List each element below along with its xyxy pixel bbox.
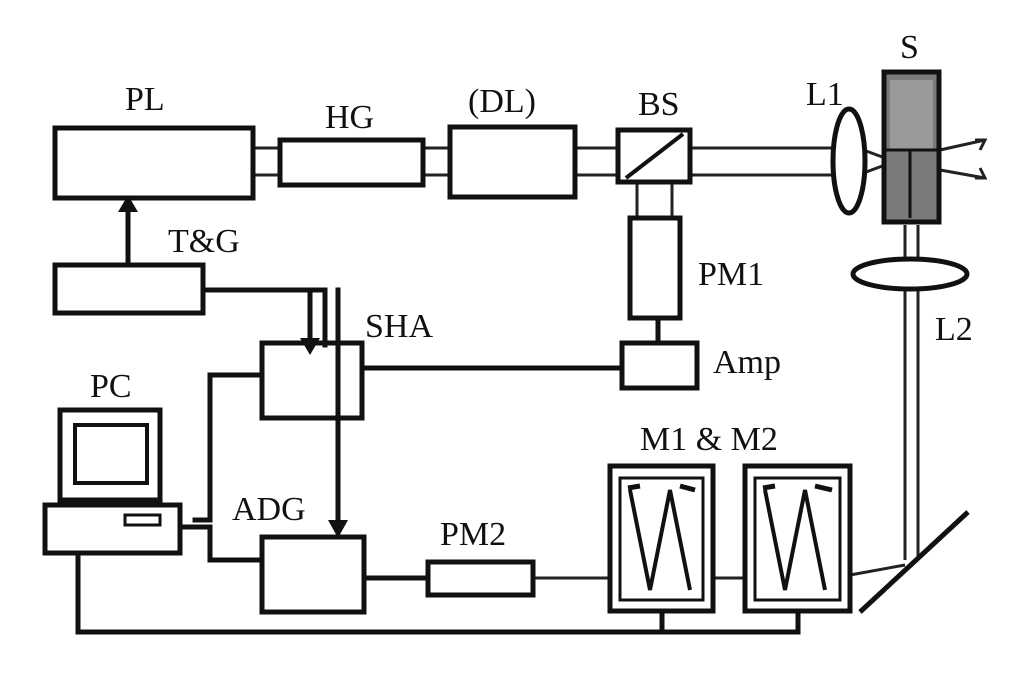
monochromator-m1 [607, 463, 716, 614]
hg-box [277, 137, 426, 188]
lens-l2 [850, 256, 970, 292]
sample [881, 69, 942, 225]
sha-label: SHA [365, 308, 433, 345]
m1m2-label: M1 & M2 [640, 421, 778, 458]
hg-label: HG [325, 99, 374, 136]
amp-box [619, 340, 700, 391]
pc-icon [42, 407, 183, 556]
collection-beam [903, 225, 920, 560]
pl-label: PL [125, 81, 165, 118]
pm2-box [425, 559, 536, 598]
mono-beam [533, 563, 906, 580]
amp-label: Amp [713, 344, 781, 381]
adg-box [259, 534, 367, 615]
l1-label: L1 [806, 76, 844, 113]
dl-label: (DL) [468, 83, 536, 120]
tg-label: T&G [168, 223, 240, 260]
adg-label: ADG [232, 491, 306, 528]
beam-splitter [615, 127, 693, 185]
pm1-beam [635, 182, 674, 218]
pl-box [52, 125, 256, 201]
s-label: S [900, 29, 919, 66]
pm2-label: PM2 [440, 516, 506, 553]
mirror [858, 510, 970, 614]
pm1-label: PM1 [698, 256, 764, 293]
monochromator-m2 [742, 463, 853, 614]
l2-label: L2 [935, 311, 973, 348]
sha-box [259, 340, 365, 421]
dl-box [447, 124, 578, 200]
laser-beam [254, 138, 988, 180]
pc-label: PC [90, 368, 132, 405]
signal-wiring [75, 195, 801, 635]
lens-l1 [830, 106, 868, 216]
bs-label: BS [638, 86, 680, 123]
pm1-box [627, 215, 683, 321]
tg-box [52, 262, 206, 316]
